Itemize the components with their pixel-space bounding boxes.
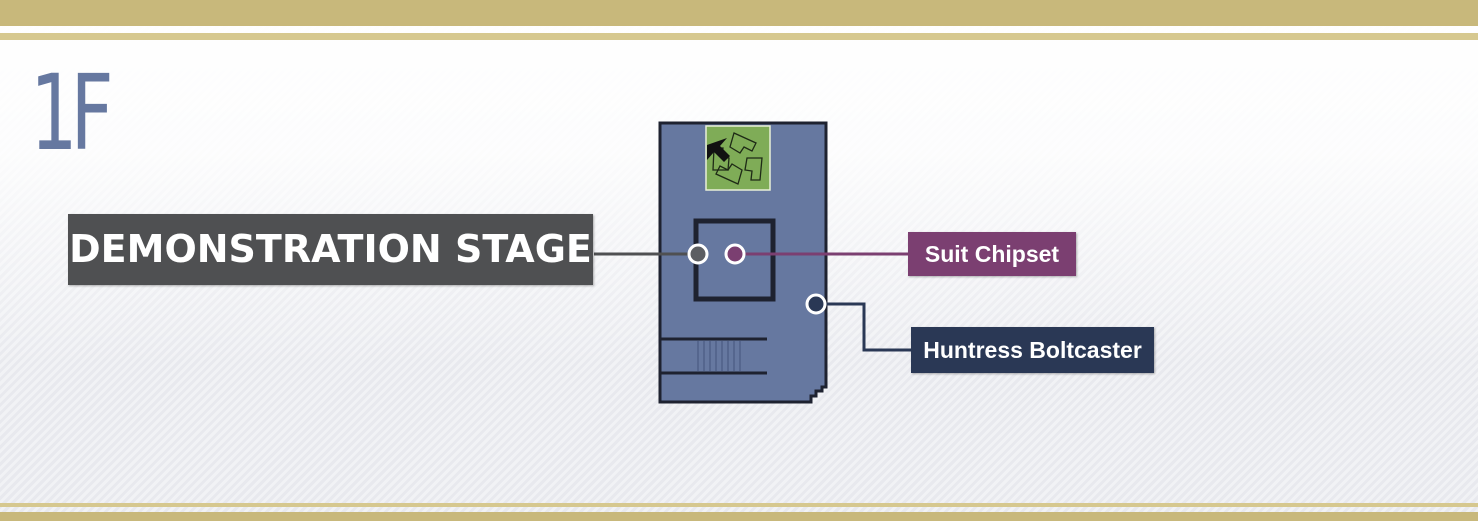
boltcaster-leader-line [816,302,911,352]
area-marker [687,243,709,265]
bottom-border-line [0,503,1478,507]
room-grate [697,341,741,371]
top-border-line [0,33,1478,40]
chipset-marker [724,243,746,265]
top-border-band [0,0,1478,26]
item-label-huntress-boltcaster: Huntress Boltcaster [911,327,1154,373]
floor-label: 1F [30,52,114,174]
recycle-arrows-icon [705,125,771,191]
bottom-border-band [0,512,1478,521]
boltcaster-marker [805,293,827,315]
item-label-suit-chipset: Suit Chipset [908,232,1076,276]
room-block [658,121,828,404]
area-label: DEMONSTRATION STAGE [68,214,593,285]
